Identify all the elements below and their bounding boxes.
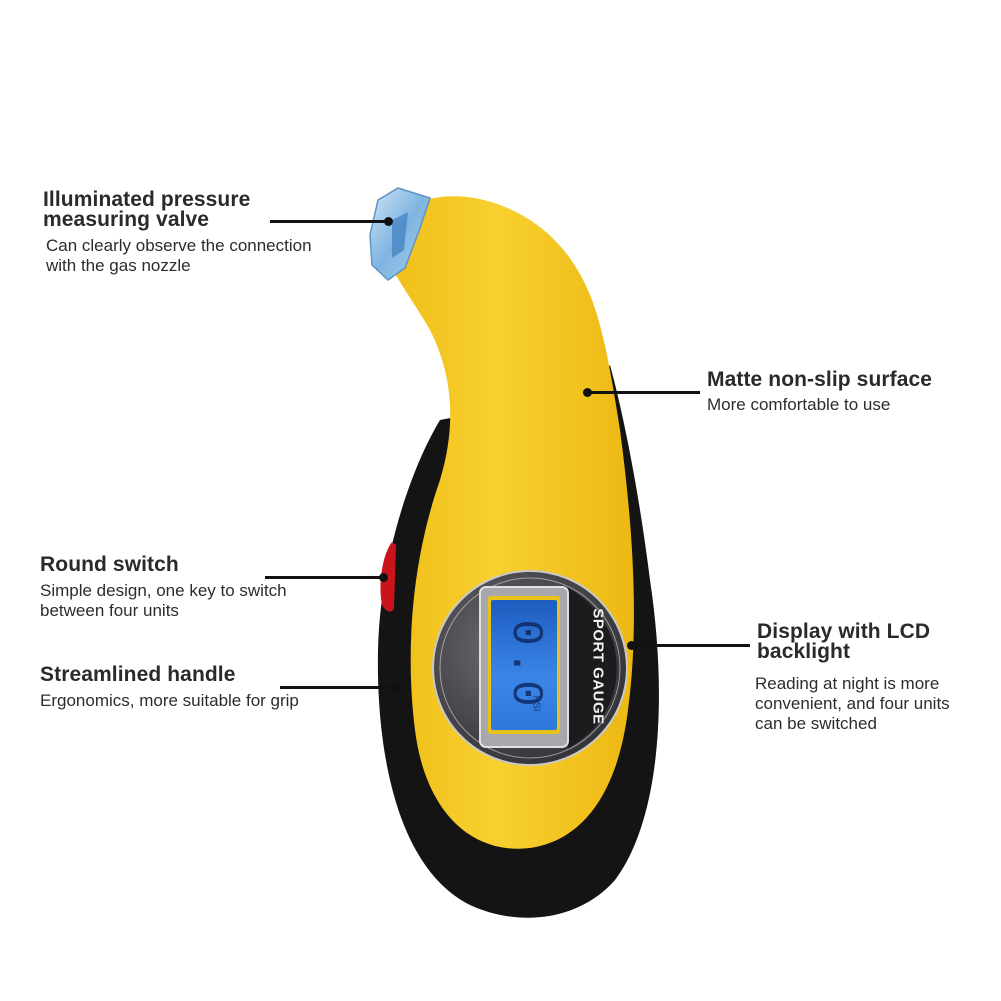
callout-lcd-display: Display with LCD backlight Reading at ni… [755,620,950,734]
leader-dot-display [627,641,636,650]
lcd-display [479,586,569,748]
leader-line-valve [270,220,388,223]
lcd-unit: PSI [530,695,542,712]
leader-line-handle [280,686,398,689]
callout-streamlined-handle: Streamlined handle Ergonomics, more suit… [40,663,299,711]
leader-dot-handle [394,683,403,692]
lcd-digits: 0.0 [500,619,550,711]
leader-dot-surface [583,388,592,397]
leader-dot-valve [384,217,393,226]
callout-title: Streamlined handle [40,663,236,686]
callout-description: Can clearly observe the connection with … [46,236,312,275]
lcd-reading: 0.0 PSI [496,610,552,720]
leader-dot-switch [379,573,388,582]
callout-title: Illuminated pressure measuring valve [43,188,251,231]
leader-line-surface [588,391,700,394]
callout-title: Display with LCD backlight [757,620,931,663]
callout-description: Simple design, one key to switch between… [40,581,287,620]
leader-line-switch [265,576,383,579]
callout-description: Ergonomics, more suitable for grip [40,691,299,710]
callout-title: Matte non-slip surface [707,368,933,391]
callout-illuminated-valve: Illuminated pressure measuring valve Can… [43,188,312,276]
illuminated-valve [369,187,431,281]
callout-round-switch: Round switch Simple design, one key to s… [40,553,287,621]
leader-line-display [632,644,750,647]
round-switch-button [380,542,396,612]
callout-description: Reading at night is more convenient, and… [755,674,950,733]
callout-description: More comfortable to use [707,395,891,414]
brand-label: SPORT GAUGE [589,608,607,725]
callout-title: Round switch [40,553,179,576]
callout-matte-surface: Matte non-slip surface More comfortable … [707,368,933,415]
